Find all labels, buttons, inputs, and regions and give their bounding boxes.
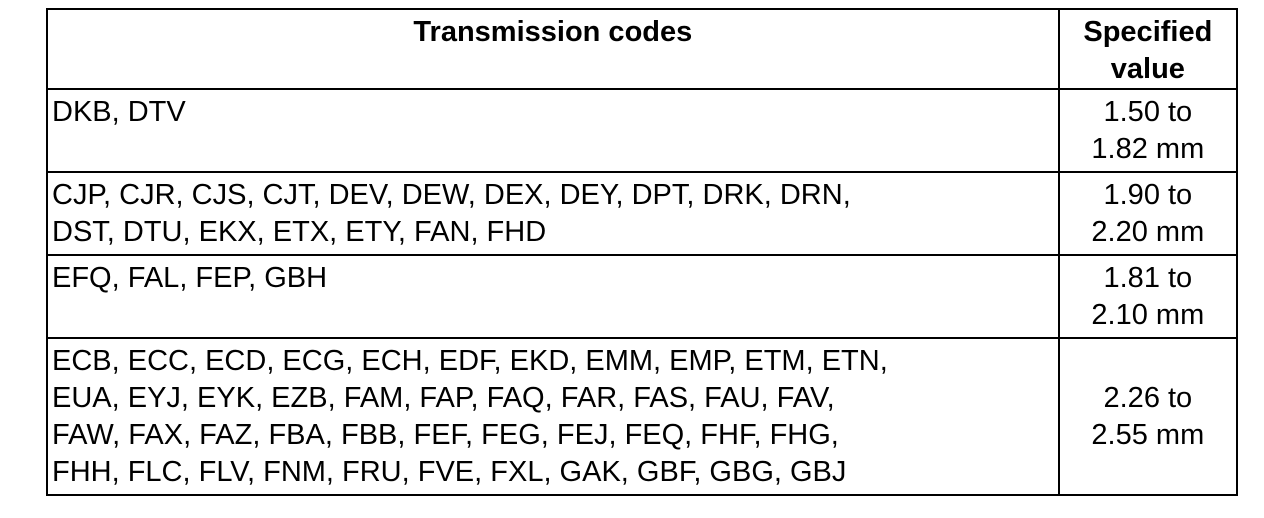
table-row: ECB, ECC, ECD, ECG, ECH, EDF, EKD, EMM, … (46, 337, 1239, 496)
codes-cell: DKB, DTV (46, 88, 1060, 173)
table-header-row: Transmission codes Specified value (46, 8, 1239, 90)
value-cell: 1.81 to 2.10 mm (1057, 254, 1239, 339)
value-cell: 2.26 to 2.55 mm (1057, 337, 1239, 496)
table-row: CJP, CJR, CJS, CJT, DEV, DEW, DEX, DEY, … (46, 171, 1239, 256)
header-specified-value: Specified value (1057, 8, 1239, 90)
value-cell: 1.50 to 1.82 mm (1057, 88, 1239, 173)
codes-line: ECB, ECC, ECD, ECG, ECH, EDF, EKD, EMM, … (52, 345, 888, 377)
value-line: 2.20 mm (1091, 215, 1205, 248)
value-line: 1.50 to (1103, 95, 1193, 128)
codes-cell: CJP, CJR, CJS, CJT, DEV, DEW, DEX, DEY, … (46, 171, 1060, 256)
codes-line: DKB, DTV (52, 96, 186, 128)
value-line: 1.81 to (1103, 261, 1193, 294)
header-value-label-line2: value (1110, 53, 1185, 85)
codes-line-spacer (52, 131, 1054, 168)
codes-line: DST, DTU, EKX, ETX, ETY, FAN, FHD (52, 216, 547, 248)
codes-line: EFQ, FAL, FEP, GBH (52, 262, 328, 294)
codes-line: CJP, CJR, CJS, CJT, DEV, DEW, DEX, DEY, … (52, 179, 851, 211)
table-row: EFQ, FAL, FEP, GBH 1.81 to 2.10 mm (46, 254, 1239, 339)
codes-cell: ECB, ECC, ECD, ECG, ECH, EDF, EKD, EMM, … (46, 337, 1060, 496)
value-line: 2.26 to (1103, 381, 1193, 414)
header-transmission-codes: Transmission codes (46, 8, 1060, 90)
codes-line-spacer (52, 297, 1054, 334)
value-line: 2.55 mm (1091, 418, 1205, 451)
codes-line: FAW, FAX, FAZ, FBA, FBB, FEF, FEG, FEJ, … (52, 419, 839, 451)
value-line: 1.90 to (1103, 178, 1193, 211)
header-codes-label: Transmission codes (413, 16, 693, 48)
codes-line: FHH, FLC, FLV, FNM, FRU, FVE, FXL, GAK, … (52, 456, 847, 488)
value-line: 1.82 mm (1091, 132, 1205, 165)
table-row: DKB, DTV 1.50 to 1.82 mm (46, 88, 1239, 173)
value-cell: 1.90 to 2.20 mm (1057, 171, 1239, 256)
codes-cell: EFQ, FAL, FEP, GBH (46, 254, 1060, 339)
header-value-label-line1: Specified (1083, 16, 1213, 48)
codes-line: EUA, EYJ, EYK, EZB, FAM, FAP, FAQ, FAR, … (52, 382, 835, 414)
value-line: 2.10 mm (1091, 298, 1205, 331)
transmission-spec-table: Transmission codes Specified value DKB, … (46, 8, 1239, 496)
